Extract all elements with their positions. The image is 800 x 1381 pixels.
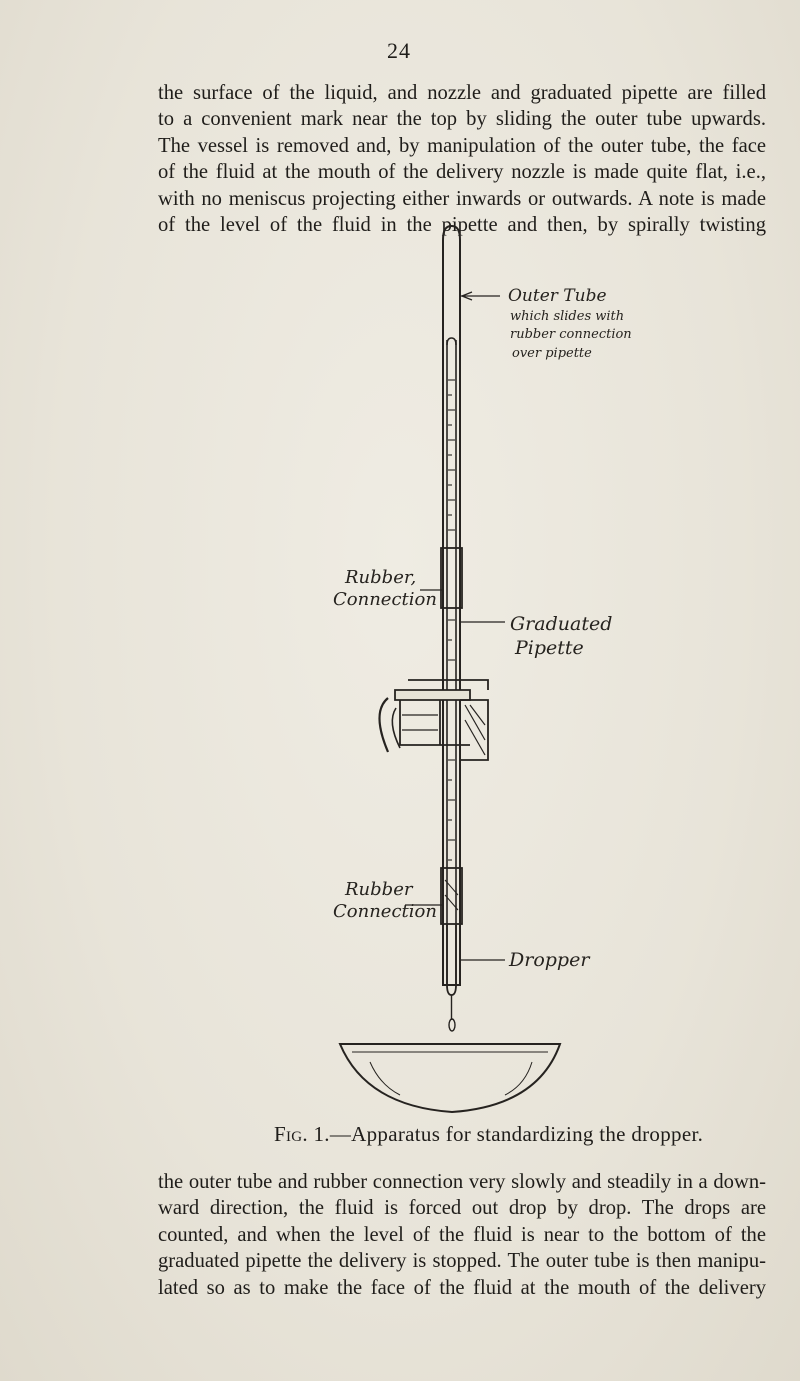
text-line: with no meniscus projecting either inwar… (158, 187, 766, 210)
label-rubber-connection-bottom: Rubber (344, 879, 414, 900)
page-number: 24 (387, 38, 411, 63)
text-line: the surface of the liquid, and nozzle an… (158, 82, 766, 104)
label-outer-tube-3: rubber connection (510, 327, 632, 342)
text-line: lated so as to make the face of the flui… (158, 1276, 766, 1299)
rubber-connection-top (440, 547, 463, 609)
caption-text: —Apparatus for standardizing the dropper… (329, 1122, 704, 1146)
text-line: of the fluid at the mouth of the deliver… (158, 161, 766, 184)
text-line: graduated pipette the delivery is stoppe… (158, 1250, 766, 1273)
label-graduated-pipette: Graduated (510, 613, 612, 635)
text-line: the outer tube and rubber connection ver… (158, 1171, 766, 1193)
text-line: of the level of the fluid in the pipette… (158, 214, 766, 237)
rubber-connection-bottom (440, 867, 463, 925)
label-rubber-connection-bottom-2: Connection (333, 901, 437, 922)
label-outer-tube: Outer Tube (508, 286, 607, 306)
figure-caption: Fig. 1.—Apparatus for standardizing the … (274, 1122, 703, 1147)
paragraph-top: the surface of the liquid, and nozzle an… (158, 80, 766, 238)
outer-tube (442, 225, 461, 986)
text-line: The vessel is removed and, by manipulati… (158, 134, 766, 157)
graduation-marks-lower (448, 619, 455, 861)
collecting-dish (338, 1043, 562, 1114)
paragraph-bottom: the outer tube and rubber connection ver… (158, 1169, 766, 1301)
caption-prefix: Fig. 1. (274, 1122, 330, 1146)
label-graduated-pipette-2: Pipette (514, 637, 584, 659)
label-rubber-connection-top: Rubber, (344, 567, 416, 588)
label-outer-tube-4: over pipette (512, 346, 592, 361)
label-rubber-connection-top-2: Connection (333, 589, 437, 610)
label-outer-tube-2: which slides with (510, 309, 624, 324)
label-dropper: Dropper (508, 949, 591, 971)
clamp (378, 679, 489, 761)
text-line: to a convenient mark near the top by sli… (158, 108, 766, 131)
graduation-marks-upper (448, 379, 455, 531)
text-line: ward direction, the fluid is forced out … (158, 1197, 766, 1220)
text-line: counted, and when the level of the fluid… (158, 1223, 766, 1246)
